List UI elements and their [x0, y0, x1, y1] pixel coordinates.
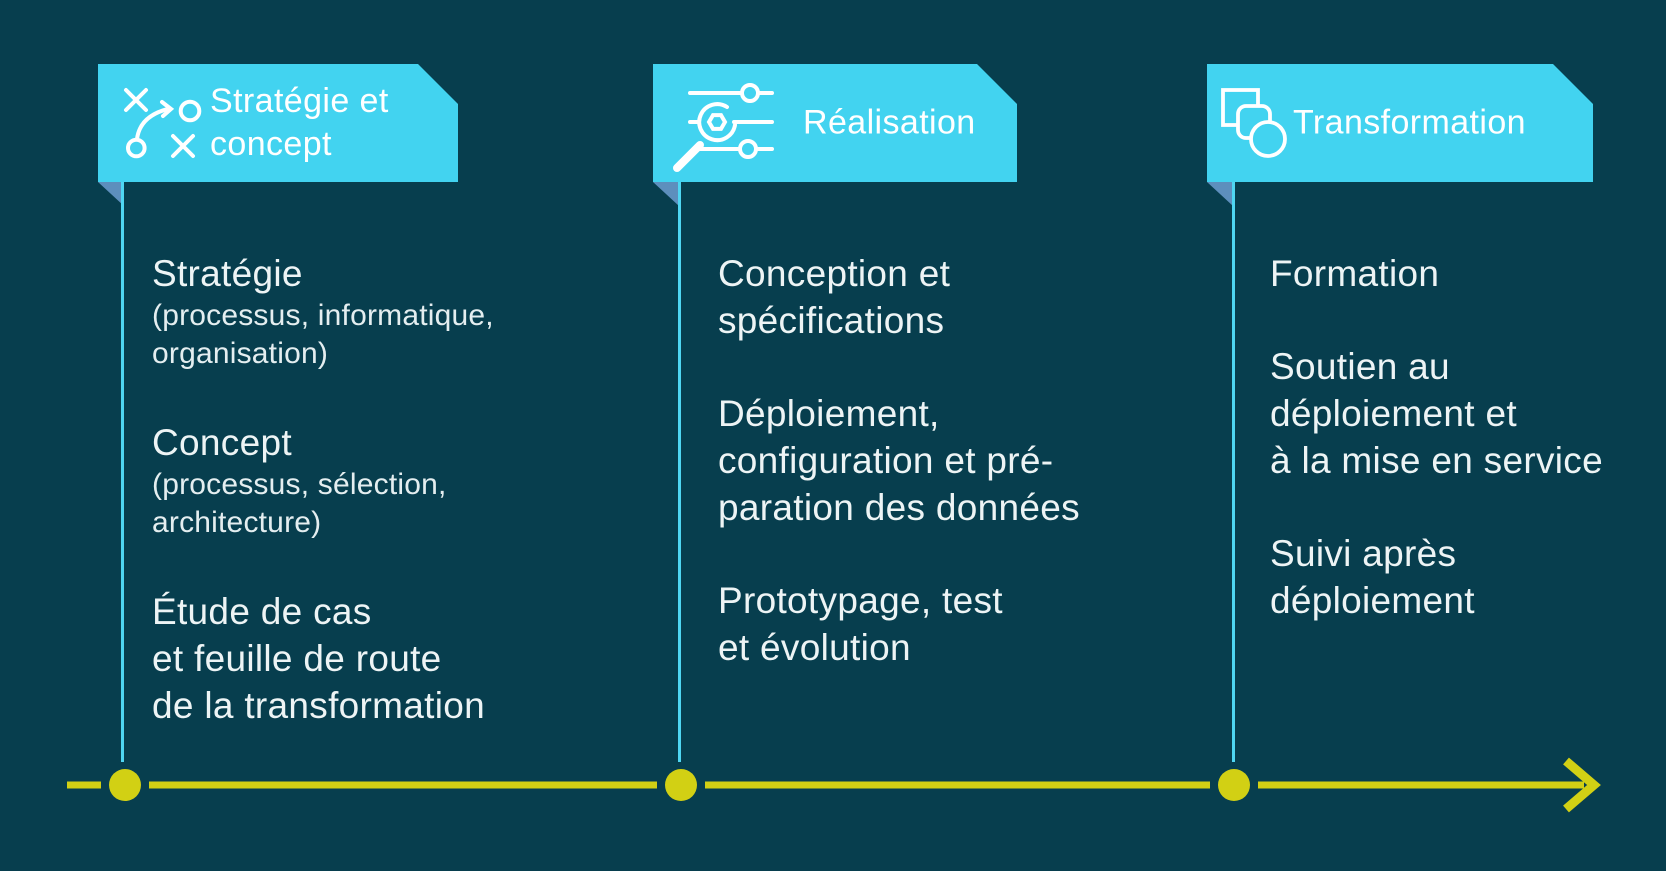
phase-details-strategie: Stratégie (processus, informatique, orga… [152, 250, 582, 775]
shapes-icon [1220, 86, 1290, 160]
phase-details-realisation: Conception et spécifications Déploiement… [718, 250, 1148, 717]
timeline-node [665, 769, 697, 801]
connector-line [121, 182, 124, 762]
sliders-wrench-icon [660, 70, 790, 180]
phase-tab-transformation: Transformation [1207, 64, 1593, 182]
list-item: Suivi après déploiement [1270, 530, 1650, 624]
item-detail: (processus, informatique, organisation) [152, 299, 494, 370]
item-title: Prototypage, test et évolution [718, 580, 1003, 668]
item-title: Formation [1270, 253, 1440, 294]
item-title: Soutien au déploiement et à la mise en s… [1270, 346, 1603, 481]
list-item: Conception et spécifications [718, 250, 1148, 344]
phase-tab-realisation: Réalisation [653, 64, 1017, 182]
timeline-node [109, 769, 141, 801]
item-title: Déploiement, configuration et pré- parat… [718, 393, 1080, 528]
phase-tab-label: Transformation [1293, 103, 1526, 142]
connector-line [1232, 182, 1235, 762]
phase-tab-label: Stratégie et concept [210, 82, 389, 163]
item-title: Stratégie [152, 253, 303, 294]
list-item: Concept (processus, sélection, architect… [152, 419, 582, 542]
list-item: Déploiement, configuration et pré- parat… [718, 390, 1148, 531]
list-item: Soutien au déploiement et à la mise en s… [1270, 343, 1650, 484]
phase-tab-label: Réalisation [803, 103, 976, 142]
item-title: Concept [152, 422, 292, 463]
timeline-arrow-icon [1563, 757, 1601, 813]
strategy-icon [118, 86, 206, 164]
list-item: Stratégie (processus, informatique, orga… [152, 250, 582, 373]
list-item: Formation [1270, 250, 1650, 297]
list-item: Étude de cas et feuille de route de la t… [152, 588, 582, 729]
timeline-node [1218, 769, 1250, 801]
list-item: Prototypage, test et évolution [718, 577, 1148, 671]
connector-line [678, 182, 681, 762]
item-title: Conception et spécifications [718, 253, 951, 341]
item-detail: (processus, sélection, architecture) [152, 468, 447, 539]
phase-tab-strategie-et-concept: Stratégie et concept [98, 64, 458, 182]
item-title: Étude de cas et feuille de route de la t… [152, 591, 486, 726]
phase-details-transformation: Formation Soutien au déploiement et à la… [1270, 250, 1650, 670]
item-title: Suivi après déploiement [1270, 533, 1475, 621]
